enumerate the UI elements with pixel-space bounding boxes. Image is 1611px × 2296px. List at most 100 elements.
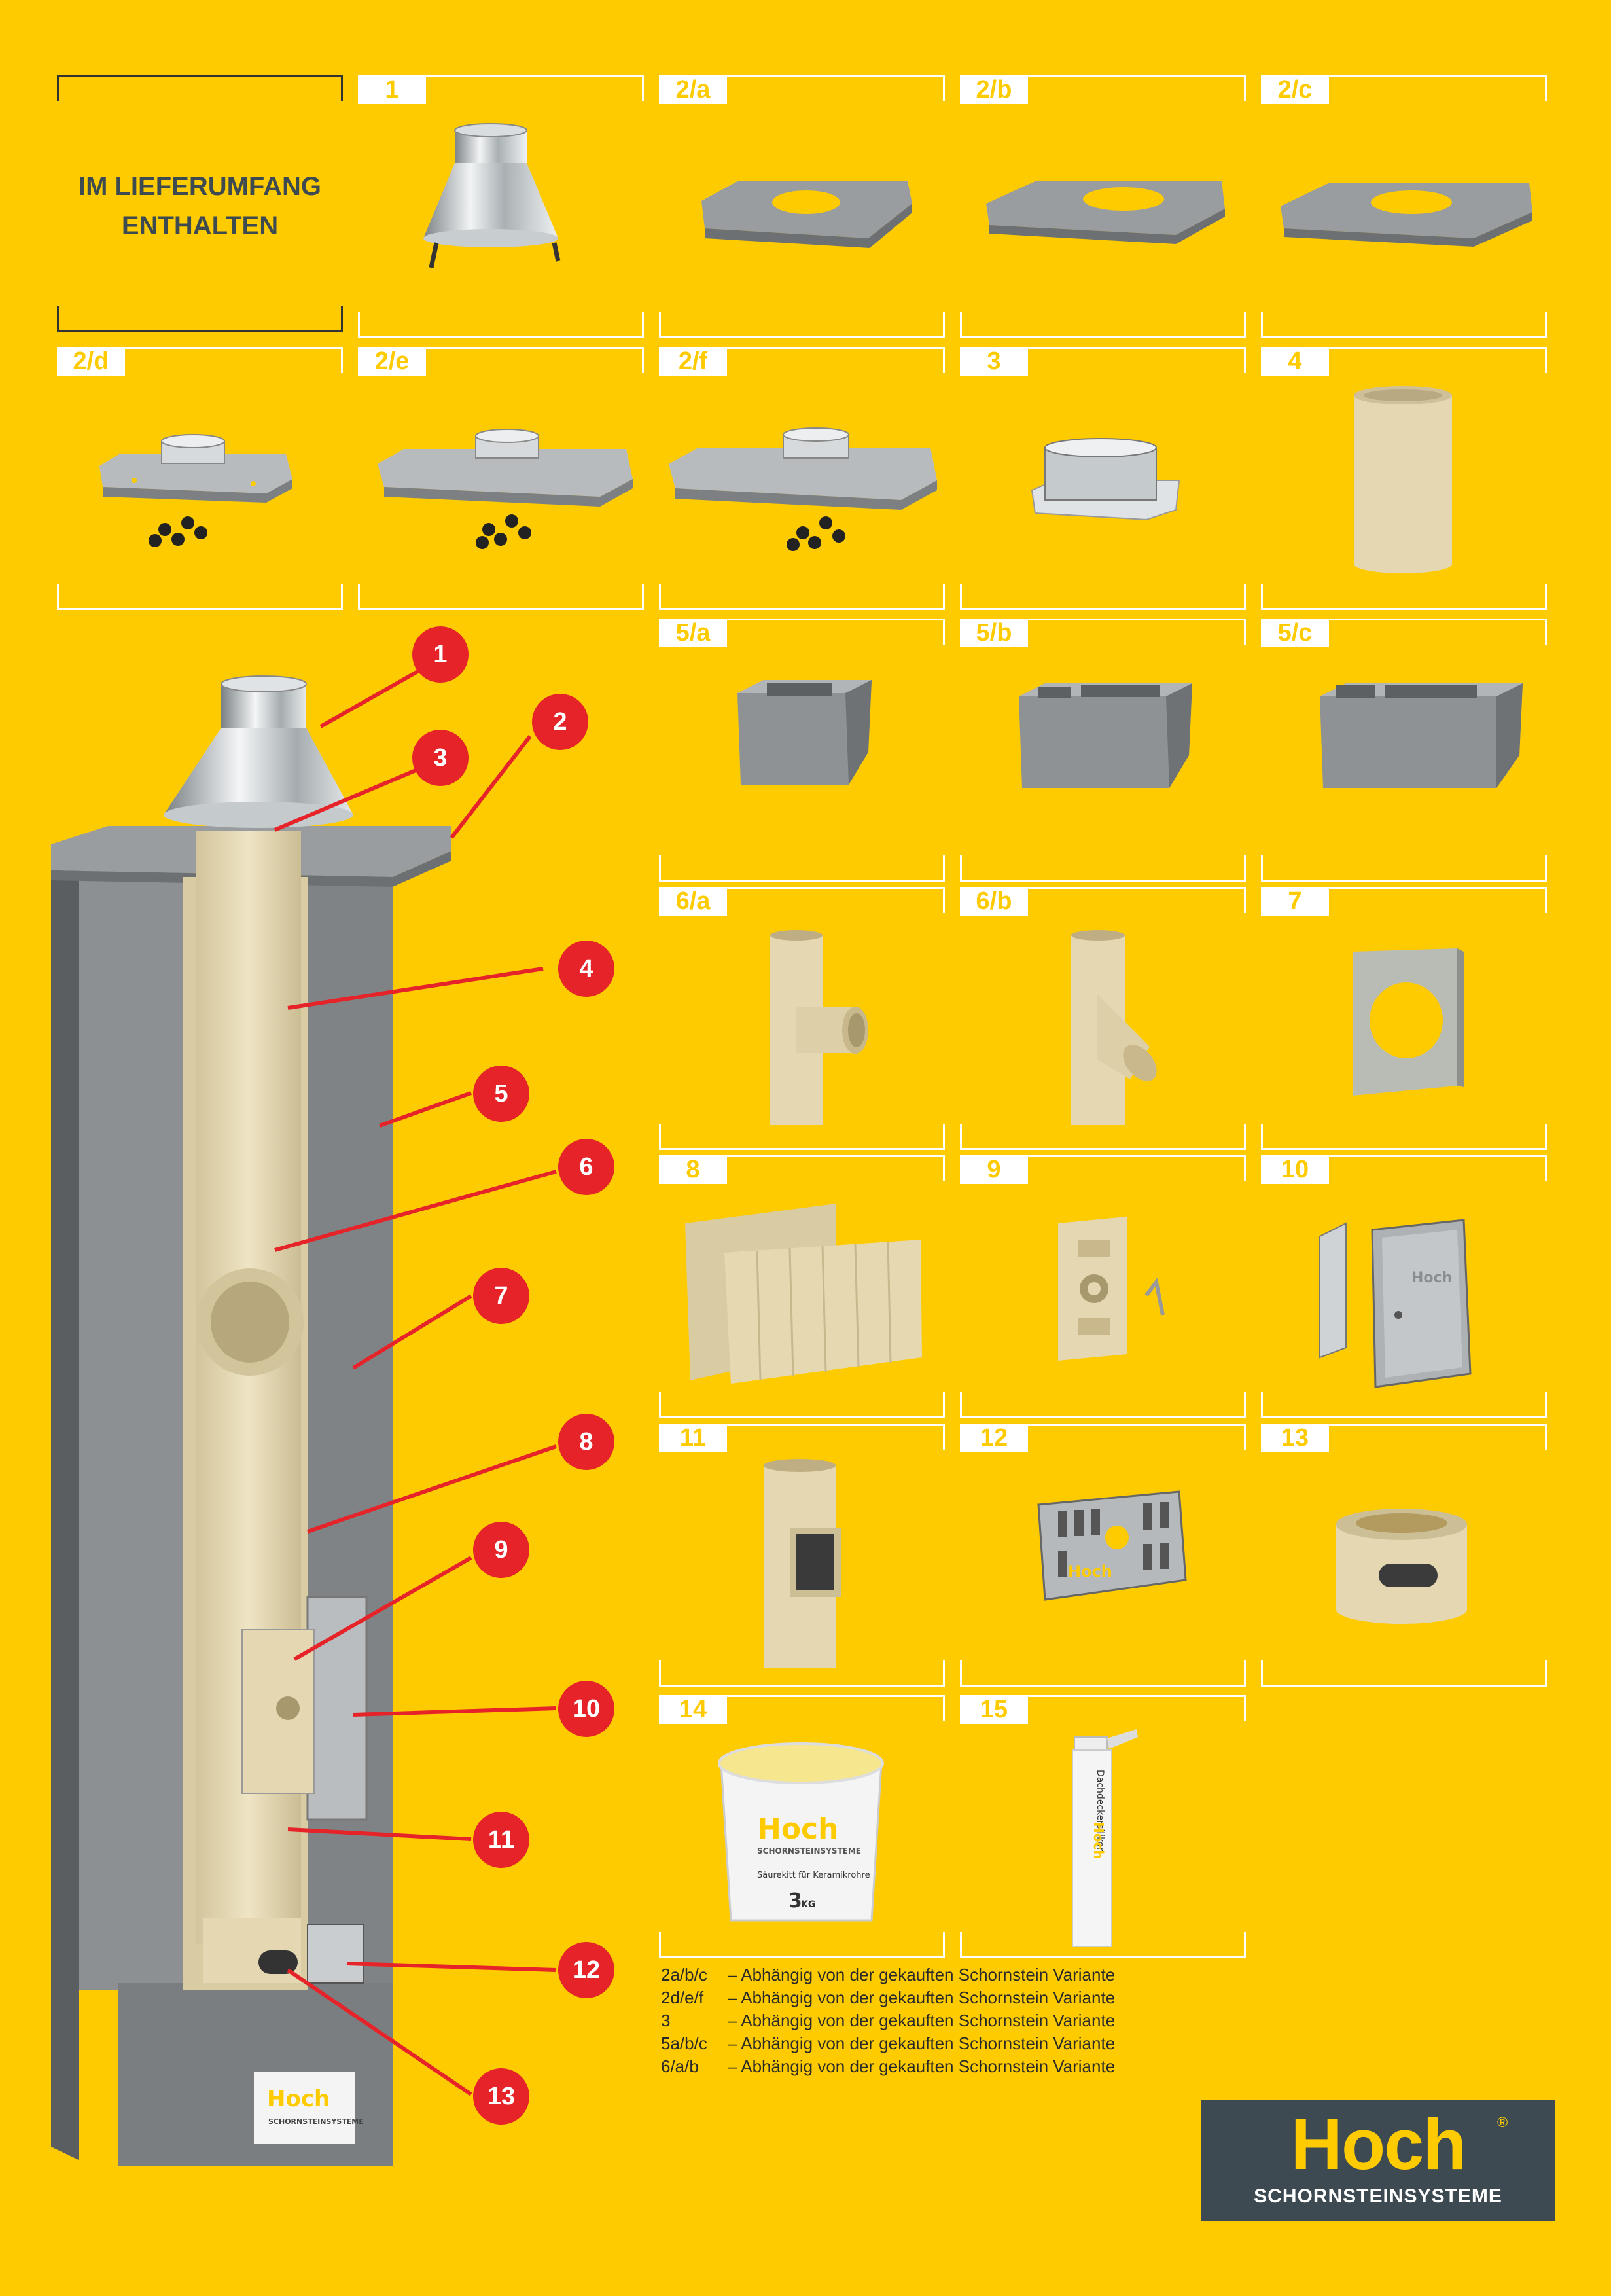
hoch-logo: Hoch ® SCHORNSTEINSYSTEME bbox=[1201, 2100, 1555, 2221]
grille-brand-text: Hoch bbox=[1068, 1562, 1112, 1581]
concrete-block-illustration bbox=[1019, 683, 1192, 788]
cleanout-door-illustration: Hoch bbox=[1319, 1219, 1472, 1388]
part-label: 6/a bbox=[659, 887, 727, 916]
bucket-brand-text: Hoch bbox=[757, 1812, 838, 1846]
cleanout-pipe-illustration bbox=[764, 1459, 841, 1668]
note-row: 2a/b/c– Abhängig von der gekauften Schor… bbox=[661, 1965, 1116, 1984]
cartridge-text: Dachdeckersilikon bbox=[1095, 1770, 1105, 1853]
note-row: 6/a/b– Abhängig von der gekauften Schorn… bbox=[661, 2056, 1116, 2076]
cleanout-panel-illustration bbox=[1058, 1217, 1165, 1361]
delivery-scope-heading: IM LIEFERUMFANG ENTHALTEN bbox=[57, 167, 343, 245]
bucket-unit-text: KG bbox=[801, 1899, 815, 1910]
callout-marker-10: 10 bbox=[558, 1681, 614, 1737]
part-cell-8: 8 bbox=[659, 1155, 945, 1418]
part-label: 2/b bbox=[960, 75, 1028, 104]
part-cell-2a: 2/a bbox=[659, 75, 945, 338]
block-sub-text: SCHORNSTEINSYSTEME bbox=[268, 2117, 364, 2126]
part-label: 2/e bbox=[358, 347, 426, 376]
ceramic-pipe-illustration bbox=[1354, 386, 1452, 573]
part-cell-2d: 2/d bbox=[57, 347, 343, 610]
chimney-cutaway-illustration: Hoch SCHORNSTEINSYSTEME bbox=[51, 669, 557, 2166]
callout-marker-8: 8 bbox=[558, 1414, 614, 1470]
adapter-plate-illustration bbox=[378, 429, 633, 549]
part-cell-4: 4 bbox=[1261, 347, 1547, 610]
part-label: 5/c bbox=[1261, 619, 1329, 647]
heading-line-1: IM LIEFERUMFANG bbox=[78, 172, 322, 201]
part-label: 5/a bbox=[659, 619, 727, 647]
silicone-cartridge-illustration: Dachdeckersilikon Hoch bbox=[1072, 1729, 1138, 1947]
part-cell-2f: 2/f bbox=[659, 347, 945, 610]
part-cell-5b: 5/b bbox=[960, 619, 1246, 882]
note-row: 3– Abhängig von der gekauften Schornstei… bbox=[661, 2011, 1116, 2030]
part-label: 2/a bbox=[659, 75, 727, 104]
callout-marker-13: 13 bbox=[473, 2068, 529, 2125]
callout-marker-6: 6 bbox=[558, 1139, 614, 1195]
cover-plate-illustration bbox=[1281, 183, 1532, 247]
bucket-weight-text: 3 bbox=[788, 1890, 802, 1912]
callout-marker-12: 12 bbox=[558, 1942, 614, 1998]
part-label: 2/f bbox=[659, 347, 727, 376]
part-cell-14: 14 Hoch SCHORNSTEINSYSTEME Säurekitt für… bbox=[659, 1695, 945, 1958]
concrete-block-illustration bbox=[737, 680, 872, 785]
callout-marker-1: 1 bbox=[412, 626, 469, 683]
part-cell-3: 3 bbox=[960, 347, 1246, 610]
part-label: 1 bbox=[358, 75, 426, 104]
callout-marker-7: 7 bbox=[473, 1268, 529, 1324]
condensate-base-illustration bbox=[1336, 1509, 1467, 1624]
cover-plate-illustration bbox=[986, 181, 1225, 244]
rain-cap-illustration bbox=[423, 123, 561, 268]
insulation-plate-illustration bbox=[1353, 948, 1464, 1096]
part-label: 4 bbox=[1261, 347, 1329, 376]
part-label: 9 bbox=[960, 1155, 1028, 1184]
part-label: 12 bbox=[960, 1424, 1028, 1452]
adapter-plate-illustration bbox=[669, 427, 937, 551]
part-label: 8 bbox=[659, 1155, 727, 1184]
part-label: 13 bbox=[1261, 1424, 1329, 1452]
bucket-sub-text: SCHORNSTEINSYSTEME bbox=[757, 1846, 861, 1856]
callout-marker-11: 11 bbox=[473, 1812, 529, 1868]
part-cell-5a: 5/a bbox=[659, 619, 945, 882]
callout-marker-9: 9 bbox=[473, 1522, 529, 1578]
part-label: 10 bbox=[1261, 1155, 1329, 1184]
part-label: 3 bbox=[960, 347, 1028, 376]
part-cell-10: 10 Hoch bbox=[1261, 1155, 1547, 1418]
concrete-block-illustration bbox=[1320, 683, 1523, 788]
part-cell-7: 7 bbox=[1261, 887, 1547, 1150]
part-cell-6a: 6/a bbox=[659, 887, 945, 1150]
part-cell-6b: 6/b bbox=[960, 887, 1246, 1150]
part-label: 14 bbox=[659, 1695, 727, 1724]
adapter-plate-illustration bbox=[99, 434, 292, 547]
part-label: 6/b bbox=[960, 887, 1028, 916]
part-label: 11 bbox=[659, 1424, 727, 1452]
part-label: 7 bbox=[1261, 887, 1329, 916]
logo-word: Hoch bbox=[1290, 2104, 1467, 2185]
ventilation-grille-illustration: Hoch bbox=[1037, 1490, 1187, 1601]
note-row: 5a/b/c– Abhängig von der gekauften Schor… bbox=[661, 2034, 1116, 2053]
delivery-scope-box: IM LIEFERUMFANG ENTHALTEN bbox=[57, 75, 343, 332]
insulation-mat-illustration bbox=[685, 1204, 922, 1384]
part-cell-9: 9 bbox=[960, 1155, 1246, 1418]
block-brand-text: Hoch bbox=[267, 2086, 330, 2112]
part-cell-12: 12 Hoch bbox=[960, 1424, 1246, 1687]
callout-marker-2: 2 bbox=[532, 694, 588, 750]
part-cell-1: 1 bbox=[358, 75, 644, 338]
part-cell-2b: 2/b bbox=[960, 75, 1246, 338]
cover-plate-illustration bbox=[701, 181, 912, 248]
part-label: 2/c bbox=[1261, 75, 1329, 104]
part-cell-5c: 5/c bbox=[1261, 619, 1547, 882]
acid-putty-bucket-illustration: Hoch SCHORNSTEINSYSTEME Säurekitt für Ke… bbox=[718, 1742, 884, 1922]
variant-notes: 2a/b/c– Abhängig von der gekauften Schor… bbox=[661, 1964, 1115, 2078]
note-row: 2d/e/f– Abhängig von der gekauften Schor… bbox=[661, 1988, 1116, 2007]
callout-marker-5: 5 bbox=[473, 1066, 529, 1122]
part-label: 5/b bbox=[960, 619, 1028, 647]
angled-branch-pipe-illustration bbox=[1071, 930, 1157, 1125]
part-label: 15 bbox=[960, 1695, 1028, 1724]
cartridge-brand-text: Hoch bbox=[1091, 1822, 1106, 1859]
heading-line-2: ENTHALTEN bbox=[121, 211, 279, 240]
tee-pipe-illustration bbox=[770, 930, 868, 1125]
logo-subtitle: SCHORNSTEINSYSTEME bbox=[1254, 2185, 1502, 2207]
part-cell-11: 11 bbox=[659, 1424, 945, 1687]
part-cell-2e: 2/e bbox=[358, 347, 644, 610]
bucket-desc-text: Säurekitt für Keramikrohre bbox=[757, 1871, 870, 1880]
part-cell-13: 13 bbox=[1261, 1424, 1547, 1687]
